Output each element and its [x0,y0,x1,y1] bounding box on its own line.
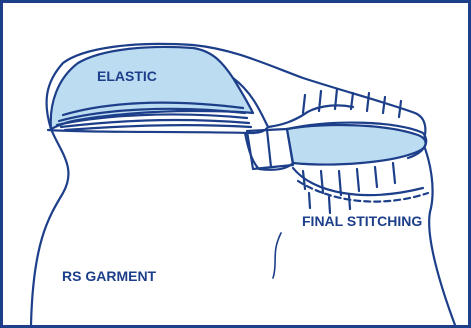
gather-line [321,171,323,193]
rs-garment-label: RS GARMENT [62,269,156,283]
gather-line [357,169,359,191]
gather-line [303,95,305,113]
garment-right-edge [423,143,455,325]
waist-opening [287,125,426,164]
gather-line [367,93,369,111]
gather-line [329,197,330,213]
gather-line [399,101,401,117]
elastic-label: ELASTIC [97,69,157,83]
gather-line [393,163,395,183]
elastic-strand [65,125,251,130]
stitching-leader-line [273,233,281,278]
gather-line [375,167,377,187]
gather-line [349,195,350,209]
final-stitching-label: FINAL STITCHING [302,214,422,228]
gather-line [383,97,385,113]
overlap-patch-line [267,130,271,167]
garment-left-edge [31,129,68,325]
gather-line [309,193,310,208]
